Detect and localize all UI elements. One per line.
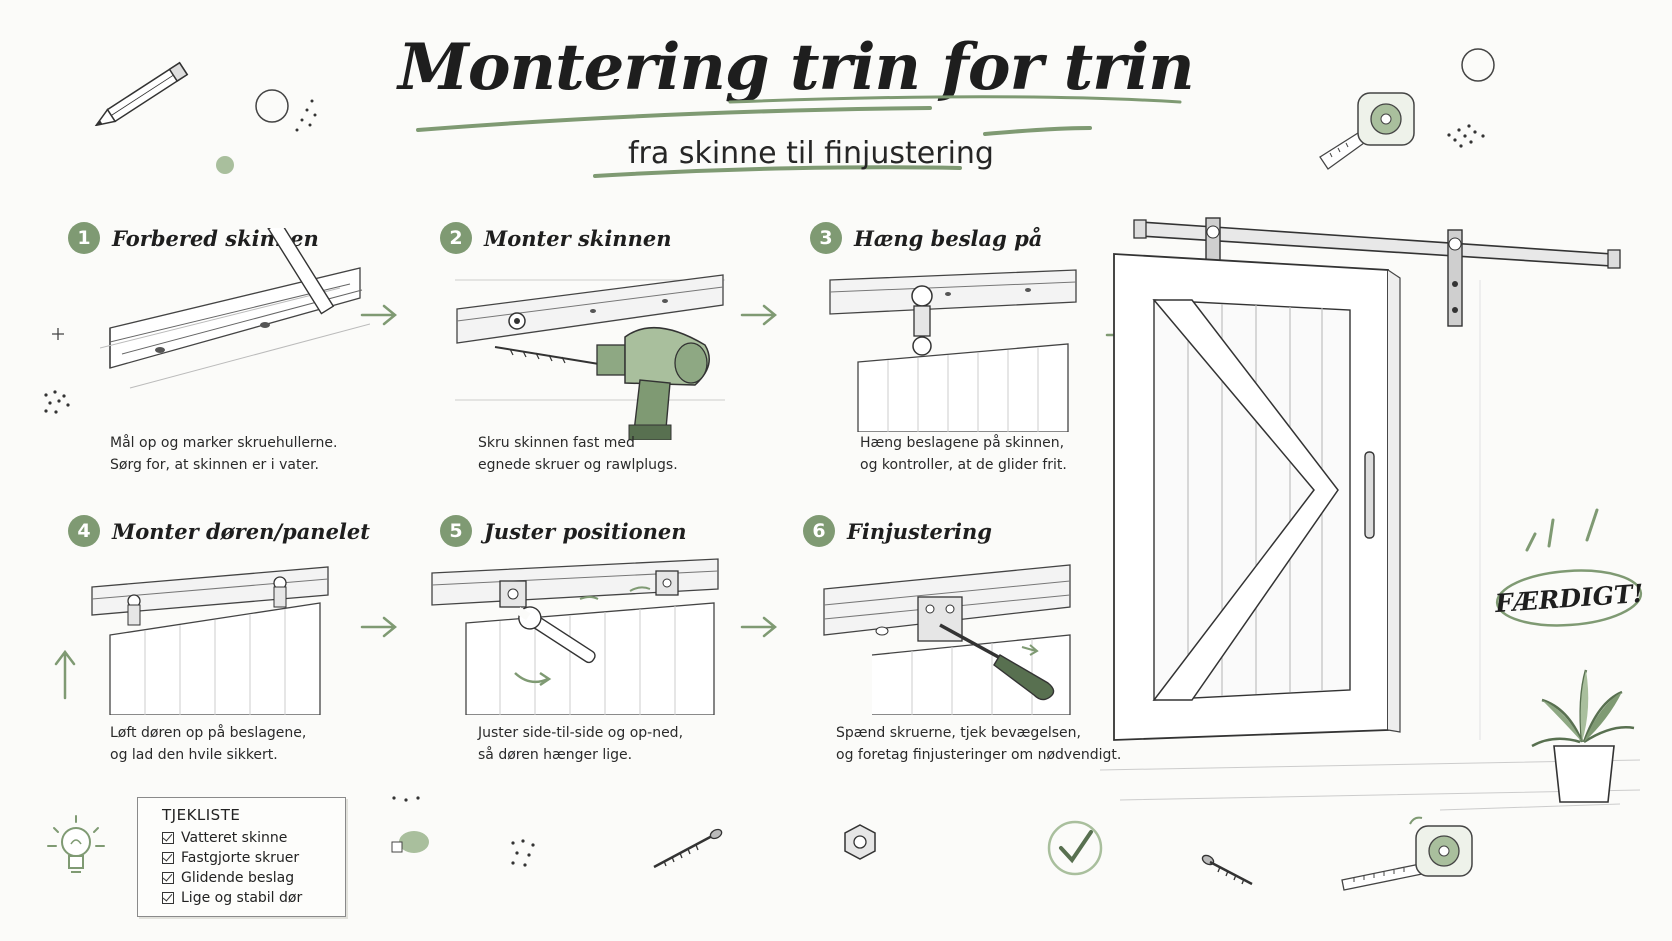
checklist-item: Glidende beslag <box>162 870 294 886</box>
step-4-header: 4 Monter døren/panelet <box>68 515 370 547</box>
checkmark-icon <box>1047 820 1103 876</box>
step-3-title: Hæng beslag på <box>854 225 1043 251</box>
step-3-number: 3 <box>810 222 842 254</box>
step-6-screwdriver-illustration <box>823 564 1071 715</box>
step-6-description: Spænd skruerne, tjek bevægelsen, og fore… <box>836 722 1121 766</box>
step-5-desc-line-2: så døren hænger lige. <box>478 747 633 763</box>
page-subtitle: fra skinne til finjustering <box>628 136 994 171</box>
pencil-icon <box>94 61 189 126</box>
decorative-marks-left <box>44 328 70 414</box>
step-4-number: 4 <box>68 515 100 547</box>
step-6-desc-line-1: Spænd skruerne, tjek bevægelsen, <box>836 725 1081 741</box>
done-burst-lines <box>1525 508 1599 552</box>
step-5-desc-line-1: Juster side-til-side og op-ned, <box>478 725 684 741</box>
decorative-dots <box>511 839 535 867</box>
step-1-desc-line-2: Sørg for, at skinnen er i vater. <box>110 457 319 473</box>
decorative-marks-top-right <box>1447 48 1495 148</box>
decorative-dots-and-blob <box>391 796 429 853</box>
hex-nut-icon <box>844 824 876 860</box>
decorative-dot <box>216 156 234 174</box>
screw-icon <box>653 828 723 869</box>
done-badge-outline <box>1495 569 1643 627</box>
step-5-title: Juster positionen <box>484 518 687 544</box>
checklist-item-label: Lige og stabil dør <box>181 890 303 906</box>
done-badge: FÆRDIGT! <box>1494 567 1644 629</box>
checklist-item: Fastgjorte skruer <box>162 850 299 866</box>
checklist-item-label: Vatteret skinne <box>181 830 288 846</box>
finished-barn-door-illustration <box>1100 217 1640 811</box>
lightbulb-icon <box>47 815 105 873</box>
decorative-circles <box>255 89 317 132</box>
step-2-rail-drill-illustration <box>455 274 725 440</box>
step-5-description: Juster side-til-side og op-ned, så døren… <box>478 722 683 766</box>
checkbox-icon <box>162 872 174 884</box>
plant-icon <box>1531 669 1635 803</box>
step-4-desc-line-2: og lad den hvile sikkert. <box>110 747 278 763</box>
step-4-door-lift-illustration <box>91 566 329 715</box>
step-3-rail-hanger-illustration <box>829 269 1077 432</box>
step-1-desc-line-1: Mål op og marker skruehullerne. <box>110 435 338 451</box>
arrow-right-icon <box>740 304 777 326</box>
step-5-adjust-wrench-illustration <box>431 558 719 715</box>
checkbox-icon <box>162 892 174 904</box>
step-2-desc-line-2: egnede skruer og rawlplugs. <box>478 457 678 473</box>
step-6-header: 6 Finjustering <box>803 515 992 547</box>
checklist-item-label: Glidende beslag <box>181 870 295 886</box>
step-6-title: Finjustering <box>847 518 992 544</box>
step-2-header: 2 Monter skinnen <box>440 222 671 254</box>
step-5-header: 5 Juster positionen <box>440 515 687 547</box>
measuring-tape-icon <box>1341 816 1473 891</box>
step-4-desc-line-1: Løft døren op på beslagene, <box>110 725 307 741</box>
arrow-right-icon <box>360 616 397 638</box>
checklist: TJEKLISTE Vatteret skinne Fastgjorte skr… <box>137 797 346 917</box>
checkbox-icon <box>162 832 174 844</box>
step-1-description: Mål op og marker skruehullerne. Sørg for… <box>110 432 337 476</box>
step-1-number: 1 <box>68 222 100 254</box>
step-4-description: Løft døren op på beslagene, og lad den h… <box>110 722 306 766</box>
step-3-desc-line-2: og kontroller, at de glider frit. <box>860 457 1067 473</box>
step-6-desc-line-2: og foretag finjusteringer om nødvendigt. <box>836 747 1122 763</box>
arrow-up-icon <box>54 649 76 700</box>
step-3-description: Hæng beslagene på skinnen, og kontroller… <box>860 432 1067 476</box>
checklist-title: TJEKLISTE <box>162 806 241 824</box>
checklist-item-label: Fastgjorte skruer <box>181 850 300 866</box>
step-2-number: 2 <box>440 222 472 254</box>
step-5-number: 5 <box>440 515 472 547</box>
step-4-title: Monter døren/panelet <box>112 518 370 544</box>
page-title: Montering trin for trin <box>398 30 1195 105</box>
step-1-rail-pencil-illustration <box>100 228 370 389</box>
step-6-number: 6 <box>803 515 835 547</box>
title-underline-strokes <box>416 95 1182 178</box>
step-3-desc-line-1: Hæng beslagene på skinnen, <box>860 435 1065 451</box>
measuring-tape-icon <box>1319 92 1415 170</box>
screw-icon <box>1201 854 1253 886</box>
step-2-desc-line-1: Skru skinnen fast med <box>478 435 635 451</box>
arrow-right-icon <box>360 304 397 326</box>
step-2-title: Monter skinnen <box>484 225 672 251</box>
step-3-header: 3 Hæng beslag på <box>810 222 1042 254</box>
step-2-description: Skru skinnen fast med egnede skruer og r… <box>478 432 678 476</box>
arrow-right-icon <box>740 616 777 638</box>
checklist-item: Lige og stabil dør <box>162 890 302 906</box>
checklist-item: Vatteret skinne <box>162 830 287 846</box>
checkbox-icon <box>162 852 174 864</box>
